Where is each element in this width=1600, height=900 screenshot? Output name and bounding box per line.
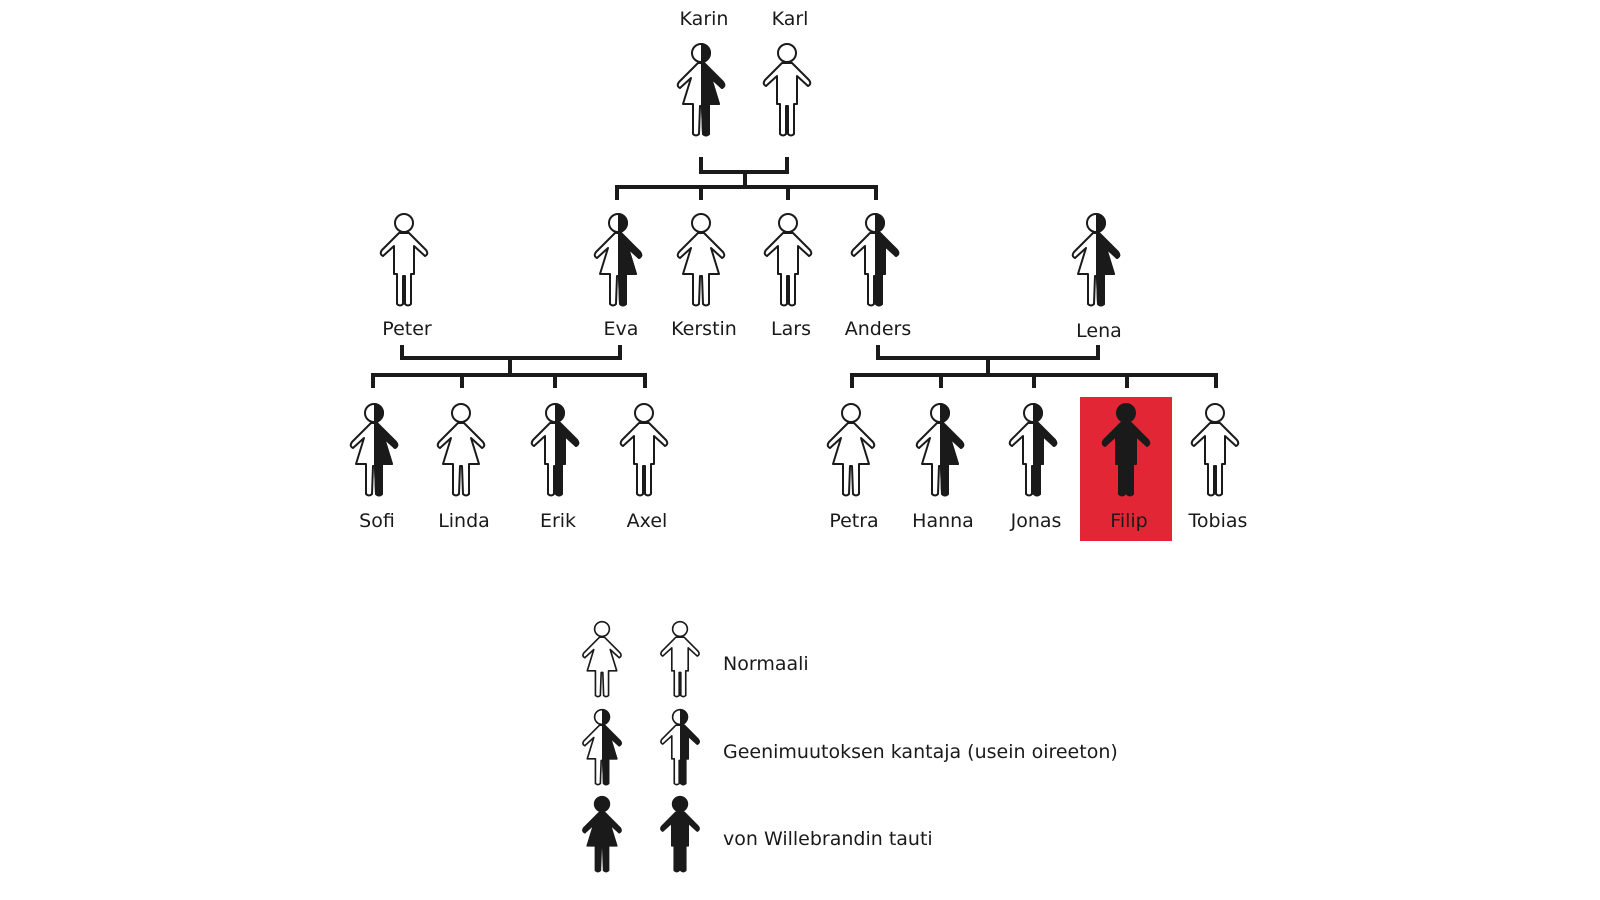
legend-male-carrier-icon bbox=[660, 708, 700, 786]
person-name-karin: Karin bbox=[679, 8, 729, 30]
legend-label-normal: Normaali bbox=[723, 653, 809, 675]
person-icon-eva bbox=[593, 213, 643, 307]
legend-female-carrier-icon bbox=[582, 708, 622, 786]
person-name-hanna: Hanna bbox=[912, 510, 974, 532]
children-line-anders-lena bbox=[850, 373, 1218, 388]
person-icon-lars bbox=[763, 213, 813, 307]
legend-label-carrier: Geenimuutoksen kantaja (usein oireeton) bbox=[723, 741, 1118, 763]
person-icon-erik bbox=[530, 403, 580, 497]
legend-female-normal-icon bbox=[582, 620, 622, 698]
person-icon-sofi bbox=[349, 403, 399, 497]
legend-male-normal-icon bbox=[660, 620, 700, 698]
person-name-jonas: Jonas bbox=[1010, 510, 1062, 532]
person-name-lars: Lars bbox=[771, 318, 811, 340]
person-icon-hanna bbox=[915, 403, 965, 497]
couple-line-karin-karl bbox=[699, 157, 789, 187]
legend-female-affected-icon bbox=[582, 795, 622, 873]
person-icon-filip bbox=[1101, 403, 1151, 497]
person-name-lena: Lena bbox=[1076, 320, 1122, 342]
person-name-sofi: Sofi bbox=[359, 510, 395, 532]
person-name-peter: Peter bbox=[382, 318, 432, 340]
person-icon-axel bbox=[619, 403, 669, 497]
person-icon-lena bbox=[1071, 213, 1121, 307]
person-name-petra: Petra bbox=[829, 510, 879, 532]
person-name-eva: Eva bbox=[603, 318, 639, 340]
person-icon-petra bbox=[826, 403, 876, 497]
pedigree-lines bbox=[371, 157, 1218, 388]
couple-line-anders-lena bbox=[876, 345, 1100, 375]
person-name-anders: Anders bbox=[844, 318, 912, 340]
person-name-kerstin: Kerstin bbox=[671, 318, 737, 340]
person-icon-kerstin bbox=[676, 213, 726, 307]
person-name-tobias: Tobias bbox=[1188, 510, 1248, 532]
person-name-axel: Axel bbox=[626, 510, 668, 532]
children-line-gen2 bbox=[615, 185, 878, 200]
person-icon-karin bbox=[676, 43, 726, 137]
children-line-peter-eva bbox=[371, 373, 647, 388]
person-icon-peter bbox=[379, 213, 429, 307]
person-icon-tobias bbox=[1190, 403, 1240, 497]
person-icon-linda bbox=[436, 403, 486, 497]
legend-label-affected: von Willebrandin tauti bbox=[723, 828, 933, 850]
person-name-karl: Karl bbox=[771, 8, 809, 30]
couple-line-peter-eva bbox=[400, 345, 622, 375]
person-name-linda: Linda bbox=[438, 510, 490, 532]
person-icon-anders bbox=[850, 213, 900, 307]
person-icon-karl bbox=[762, 43, 812, 137]
legend-male-affected-icon bbox=[660, 795, 700, 873]
person-name-filip: Filip bbox=[1110, 510, 1148, 532]
person-icon-jonas bbox=[1008, 403, 1058, 497]
person-name-erik: Erik bbox=[539, 510, 577, 532]
